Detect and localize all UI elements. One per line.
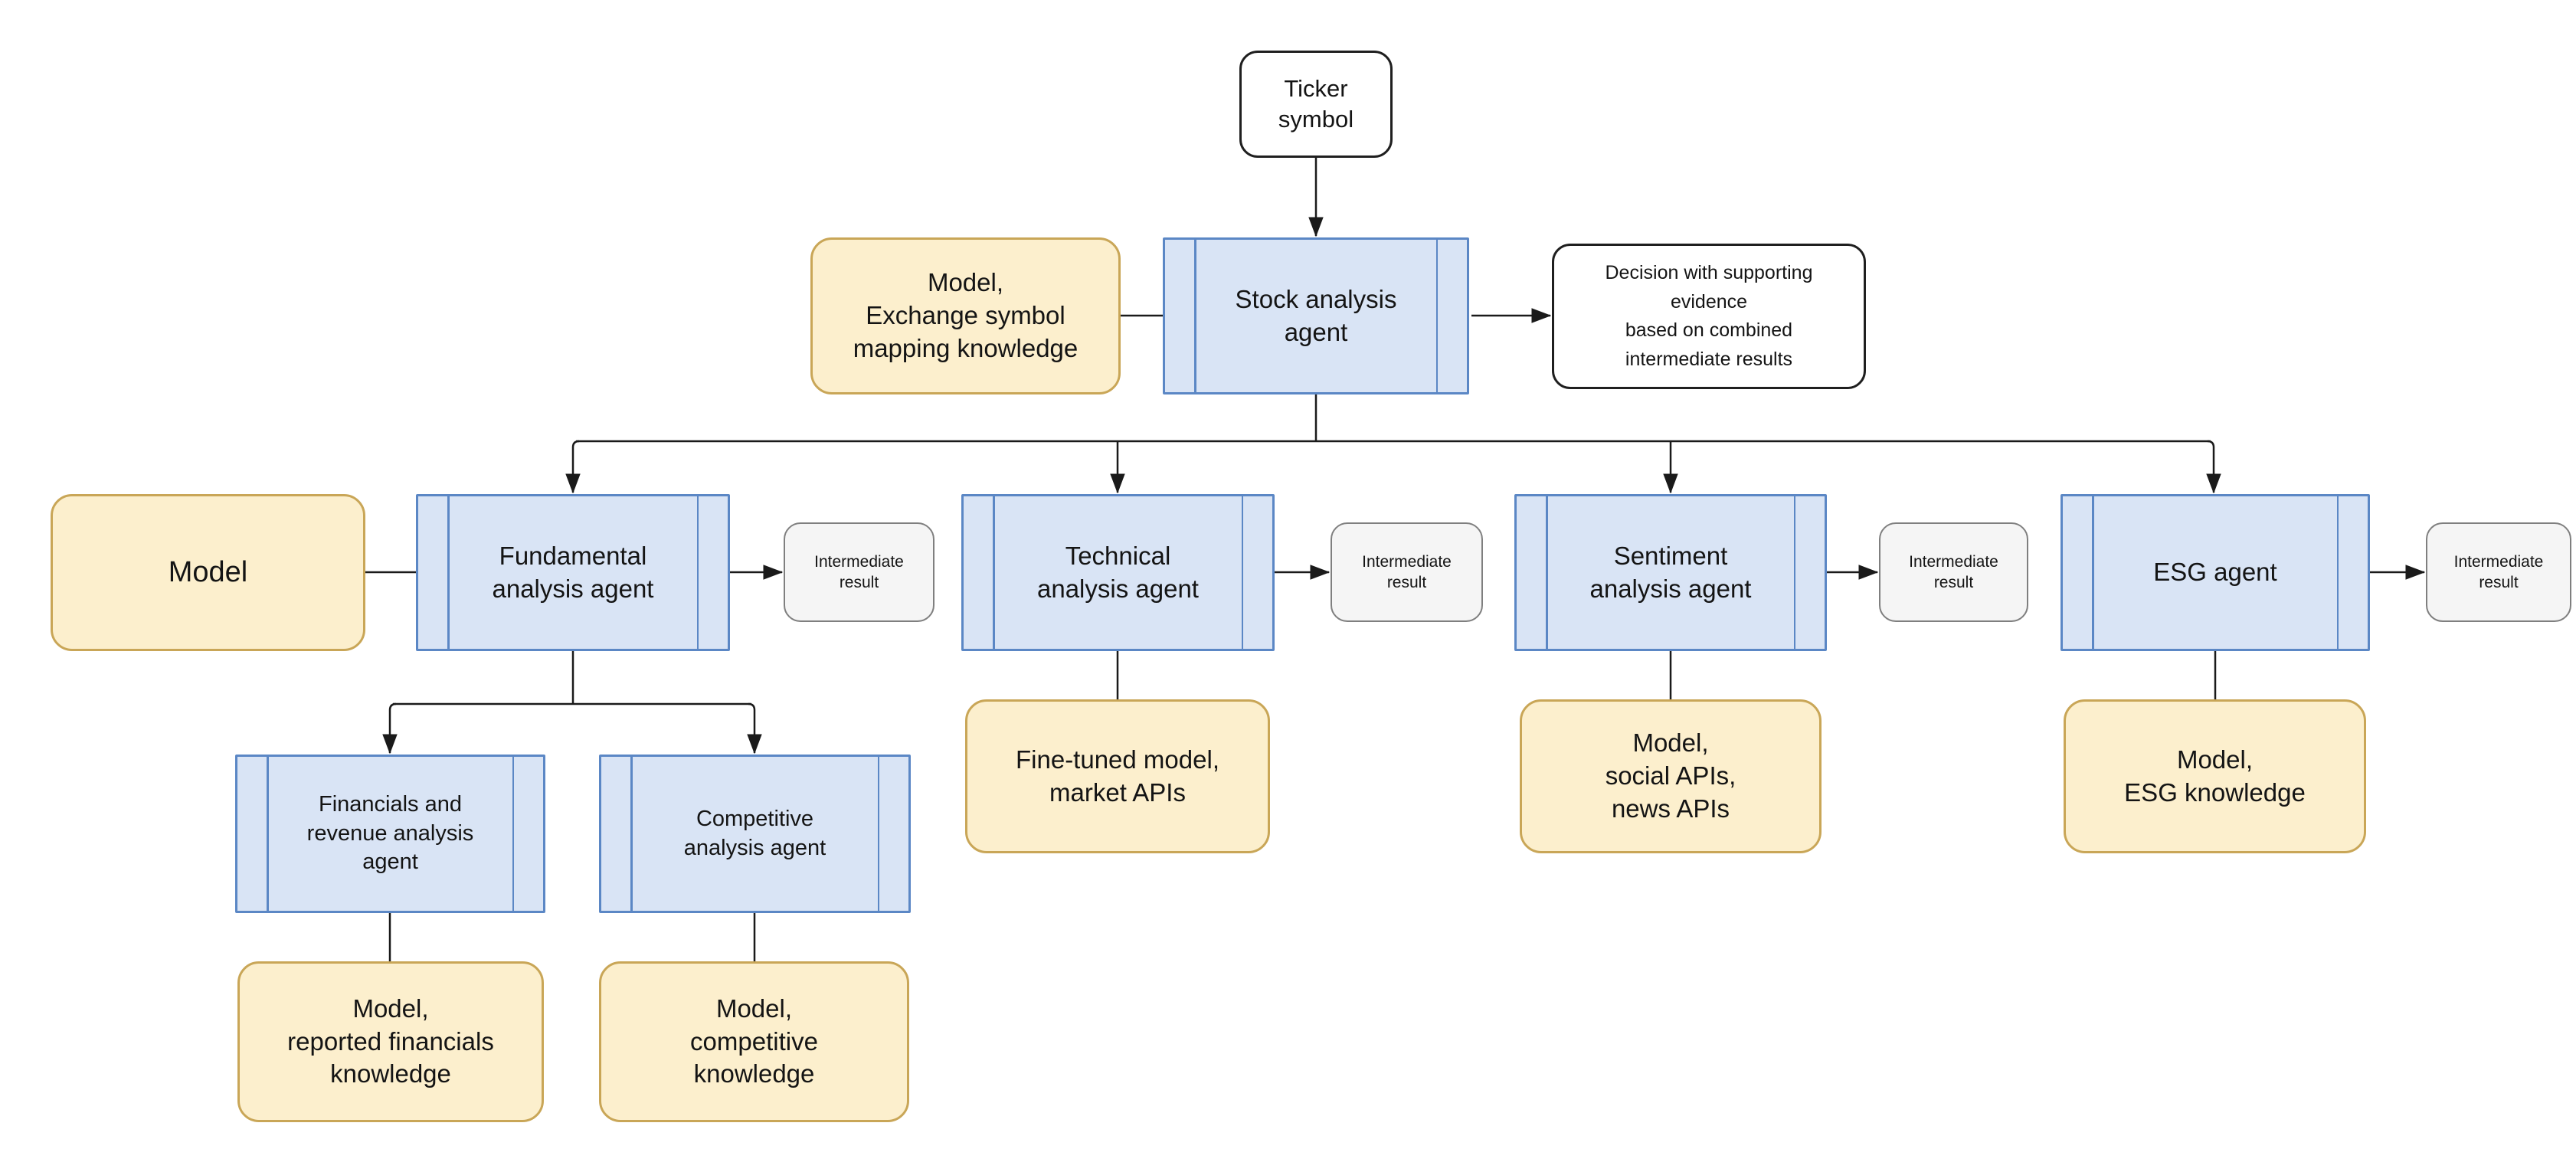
node-decision-output: Decision with supporting evidence based … [1552, 244, 1866, 389]
node-intermediate-result-4: Intermediate result [2426, 522, 2571, 622]
node-technical-analysis-agent: Technical analysis agent [961, 494, 1275, 651]
node-kb-exchange-mapping: Model, Exchange symbol mapping knowledge [810, 237, 1121, 394]
node-kb-fine-tuned-model: Fine-tuned model, market APIs [965, 699, 1270, 853]
node-financials-revenue-agent: Financials and revenue analysis agent [235, 755, 545, 913]
node-sentiment-analysis-agent: Sentiment analysis agent [1514, 494, 1827, 651]
node-intermediate-result-3: Intermediate result [1879, 522, 2028, 622]
node-kb-model: Model [51, 494, 365, 651]
node-kb-competitive-knowledge: Model, competitive knowledge [599, 961, 909, 1122]
node-stock-analysis-agent: Stock analysis agent [1163, 237, 1469, 394]
node-intermediate-result-1: Intermediate result [784, 522, 934, 622]
node-kb-reported-financials: Model, reported financials knowledge [237, 961, 544, 1122]
node-kb-social-news-apis: Model, social APIs, news APIs [1520, 699, 1822, 853]
node-ticker-symbol: Ticker symbol [1239, 51, 1393, 158]
node-fundamental-analysis-agent: Fundamental analysis agent [416, 494, 730, 651]
node-competitive-analysis-agent: Competitive analysis agent [599, 755, 911, 913]
node-esg-agent: ESG agent [2060, 494, 2370, 651]
node-kb-esg-knowledge: Model, ESG knowledge [2064, 699, 2366, 853]
node-intermediate-result-2: Intermediate result [1331, 522, 1483, 622]
